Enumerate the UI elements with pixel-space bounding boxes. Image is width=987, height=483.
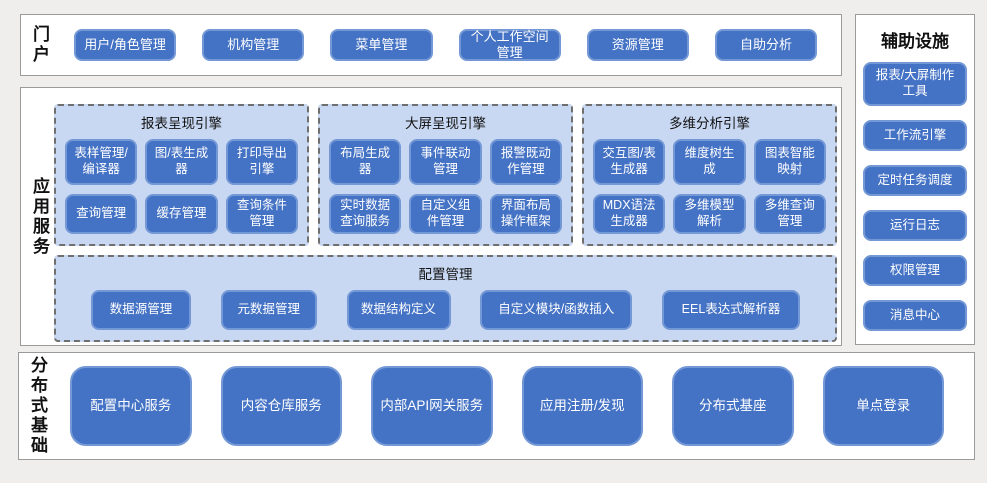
- config-management-group: 配置管理 数据源管理 元数据管理 数据结构定义 自定义模块/函数插入 EEL表达…: [54, 255, 837, 342]
- engine-button: 查询管理: [65, 194, 138, 234]
- engine-button: 界面布局操作框架: [489, 194, 562, 234]
- auxiliary-button: 权限管理: [863, 255, 967, 286]
- distributed-foundation-section: 分布式基础 配置中心服务 内容仓库服务 内部API网关服务 应用注册/发现 分布…: [18, 352, 975, 460]
- application-services-content: 报表呈现引擎 表样管理/编译器 图/表生成器 打印导出引擎 查询管理 缓存管理 …: [54, 88, 841, 345]
- application-services-label: 应用服务: [30, 176, 49, 257]
- portal-section: 门户 用户/角色管理 机构管理 菜单管理 个人工作空间管理 资源管理 自助分析: [20, 14, 842, 76]
- engine-button: 多维查询管理: [753, 194, 826, 234]
- auxiliary-button: 工作流引擎: [863, 120, 967, 151]
- distributed-button: 配置中心服务: [70, 366, 192, 446]
- distributed-button: 应用注册/发现: [521, 366, 643, 446]
- distributed-button: 内部API网关服务: [371, 366, 493, 446]
- engine-button: 表样管理/编译器: [65, 139, 138, 185]
- engine-button: 打印导出引擎: [225, 139, 298, 185]
- portal-button: 菜单管理: [330, 29, 433, 61]
- portal-button: 资源管理: [586, 29, 689, 61]
- auxiliary-button: 报表/大屏制作工具: [863, 62, 967, 106]
- portal-button: 机构管理: [202, 29, 305, 61]
- group-title: 配置管理: [418, 267, 473, 282]
- olap-engine-group: 多维分析引擎 交互图/表生成器 维度树生成 图表智能映射 MDX语法生成器 多维…: [582, 104, 837, 246]
- engine-button: 布局生成器: [329, 139, 402, 185]
- group-grid: 表样管理/编译器 图/表生成器 打印导出引擎 查询管理 缓存管理 查询条件管理: [65, 139, 298, 234]
- group-title: 多维分析引擎: [669, 116, 750, 131]
- engine-button: 交互图/表生成器: [593, 139, 666, 185]
- portal-button: 个人工作空间管理: [458, 29, 561, 61]
- engine-button: 多维模型解析: [673, 194, 746, 234]
- engine-button: 事件联动管理: [409, 139, 482, 185]
- engine-button: 查询条件管理: [225, 194, 298, 234]
- group-title: 报表呈现引擎: [141, 116, 222, 131]
- distributed-button: 内容仓库服务: [220, 366, 342, 446]
- config-button: EEL表达式解析器: [662, 290, 800, 330]
- auxiliary-button: 定时任务调度: [863, 165, 967, 196]
- auxiliary-facilities-section: 辅助设施 报表/大屏制作工具 工作流引擎 定时任务调度 运行日志 权限管理 消息…: [855, 14, 975, 345]
- auxiliary-facilities-title: 辅助设施: [881, 32, 949, 51]
- group-title: 大屏呈现引擎: [405, 116, 486, 131]
- report-engine-group: 报表呈现引擎 表样管理/编译器 图/表生成器 打印导出引擎 查询管理 缓存管理 …: [54, 104, 309, 246]
- engine-button: 缓存管理: [145, 194, 218, 234]
- config-button: 数据结构定义: [346, 290, 451, 330]
- portal-button-row: 用户/角色管理 机构管理 菜单管理 个人工作空间管理 资源管理 自助分析: [54, 29, 841, 61]
- engine-button: 图表智能映射: [753, 139, 826, 185]
- auxiliary-button: 运行日志: [863, 210, 967, 241]
- distributed-button: 单点登录: [822, 366, 944, 446]
- bigscreen-engine-group: 大屏呈现引擎 布局生成器 事件联动管理 报警既动作管理 实时数据查询服务 自定义…: [318, 104, 573, 246]
- config-button: 数据源管理: [91, 290, 191, 330]
- engine-button: 图/表生成器: [145, 139, 218, 185]
- engine-button: 实时数据查询服务: [329, 194, 402, 234]
- engine-button: 报警既动作管理: [489, 139, 562, 185]
- group-grid: 交互图/表生成器 维度树生成 图表智能映射 MDX语法生成器 多维模型解析 多维…: [593, 139, 826, 234]
- auxiliary-button: 消息中心: [863, 300, 967, 331]
- engine-button: 维度树生成: [673, 139, 746, 185]
- engine-button: MDX语法生成器: [593, 194, 666, 234]
- portal-button: 自助分析: [714, 29, 818, 61]
- config-button: 自定义模块/函数插入: [480, 290, 633, 330]
- portal-label: 门户: [30, 25, 49, 65]
- application-services-section: 应用服务 报表呈现引擎 表样管理/编译器 图/表生成器 打印导出引擎 查询管理 …: [20, 87, 842, 346]
- config-button: 元数据管理: [220, 290, 317, 330]
- engine-group-row: 报表呈现引擎 表样管理/编译器 图/表生成器 打印导出引擎 查询管理 缓存管理 …: [54, 104, 837, 246]
- distributed-button: 分布式基座: [672, 366, 794, 446]
- auxiliary-button-column: 报表/大屏制作工具 工作流引擎 定时任务调度 运行日志 权限管理 消息中心: [863, 62, 967, 331]
- group-grid: 布局生成器 事件联动管理 报警既动作管理 实时数据查询服务 自定义组件管理 界面…: [329, 139, 562, 234]
- distributed-button-row: 配置中心服务 内容仓库服务 内部API网关服务 应用注册/发现 分布式基座 单点…: [52, 366, 974, 446]
- config-button-row: 数据源管理 元数据管理 数据结构定义 自定义模块/函数插入 EEL表达式解析器: [65, 290, 826, 330]
- portal-button: 用户/角色管理: [74, 29, 177, 61]
- engine-button: 自定义组件管理: [409, 194, 482, 234]
- distributed-foundation-label: 分布式基础: [28, 356, 47, 456]
